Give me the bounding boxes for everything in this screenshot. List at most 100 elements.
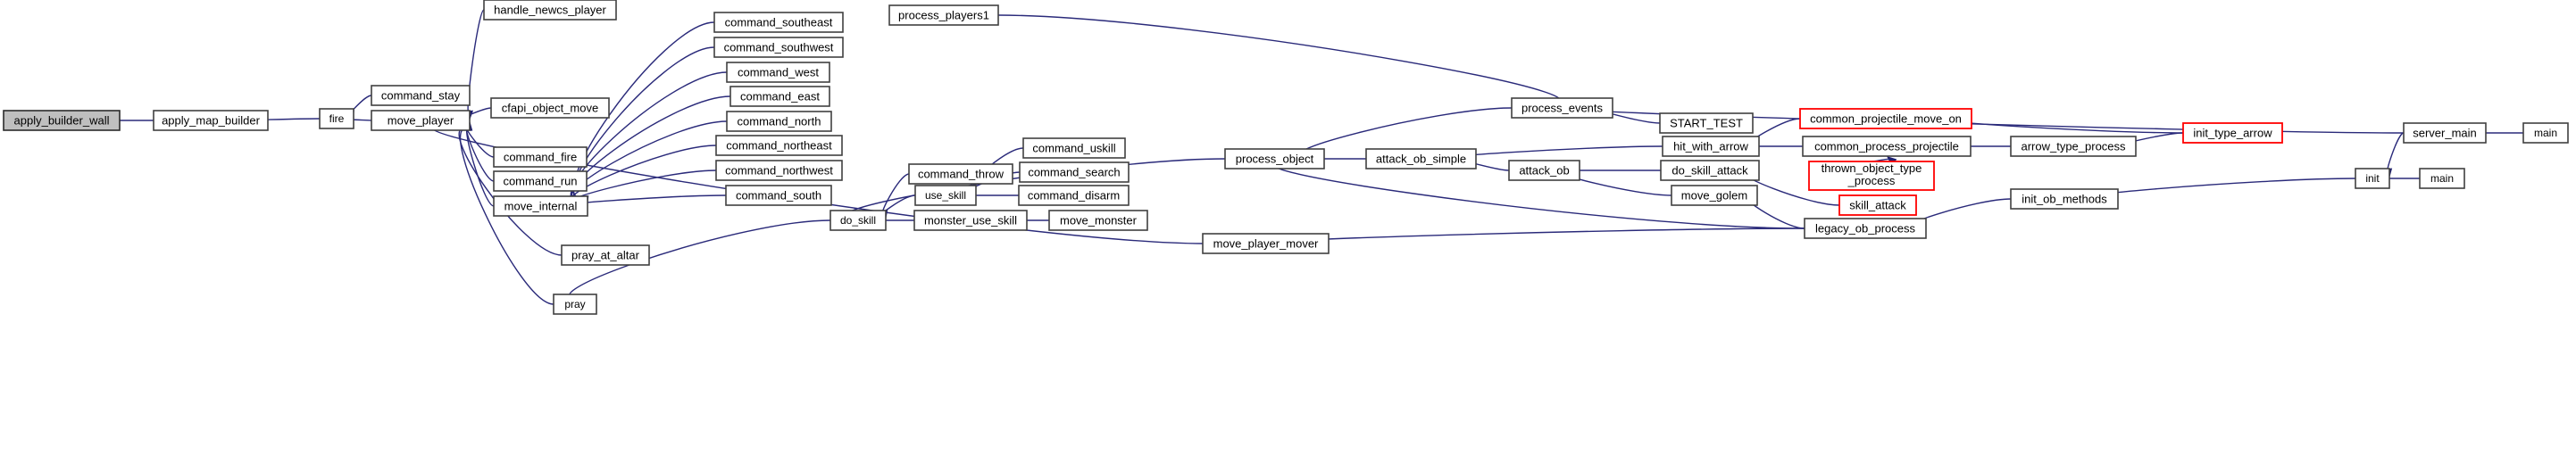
graph-node-legacy_ob_process[interactable]: legacy_ob_process bbox=[1804, 218, 1927, 239]
graph-node-move_internal[interactable]: move_internal bbox=[493, 195, 588, 217]
node-box[interactable] bbox=[1660, 160, 1760, 181]
node-box[interactable] bbox=[1022, 137, 1126, 159]
graph-node-do_skill_attack[interactable]: do_skill_attack bbox=[1660, 160, 1760, 181]
graph-node-init_type_arrow[interactable]: init_type_arrow bbox=[2182, 122, 2283, 144]
graph-node-attack_ob_simple[interactable]: attack_ob_simple bbox=[1365, 148, 1477, 169]
node-box[interactable] bbox=[3, 110, 121, 131]
node-box[interactable] bbox=[371, 85, 471, 106]
node-box[interactable] bbox=[1659, 112, 1754, 134]
graph-node-command_throw[interactable]: command_throw bbox=[908, 163, 1013, 185]
graph-node-command_southeast[interactable]: command_southeast bbox=[713, 12, 844, 33]
graph-node-arrow_type_process[interactable]: arrow_type_process bbox=[2010, 136, 2137, 157]
graph-node-init[interactable]: init bbox=[2355, 168, 2390, 189]
node-box[interactable] bbox=[493, 146, 588, 168]
graph-node-cfapi_object_move[interactable]: cfapi_object_move bbox=[490, 97, 610, 119]
node-box[interactable] bbox=[1808, 161, 1935, 191]
node-box[interactable] bbox=[2522, 122, 2569, 144]
node-box[interactable] bbox=[153, 110, 269, 131]
graph-node-command_northeast[interactable]: command_northeast bbox=[715, 135, 843, 156]
graph-node-command_northwest[interactable]: command_northwest bbox=[715, 160, 843, 181]
graph-node-fire[interactable]: fire bbox=[319, 108, 354, 129]
node-box[interactable] bbox=[561, 244, 650, 266]
graph-node-command_southwest[interactable]: command_southwest bbox=[713, 37, 844, 58]
graph-node-hit_with_arrow[interactable]: hit_with_arrow bbox=[1662, 136, 1760, 157]
graph-node-do_skill[interactable]: do_skill bbox=[829, 210, 887, 231]
graph-node-pray[interactable]: pray bbox=[553, 294, 597, 315]
graph-node-START_TEST[interactable]: START_TEST bbox=[1659, 112, 1754, 134]
node-box[interactable] bbox=[726, 62, 830, 83]
node-box[interactable] bbox=[1838, 194, 1917, 216]
graph-node-move_golem[interactable]: move_golem bbox=[1671, 185, 1758, 206]
node-box[interactable] bbox=[913, 210, 1028, 231]
graph-node-server_main[interactable]: server_main bbox=[2403, 122, 2487, 144]
node-box[interactable] bbox=[726, 111, 832, 132]
graph-node-common_process_projectile[interactable]: common_process_projectile bbox=[1802, 136, 1972, 157]
node-box[interactable] bbox=[2010, 136, 2137, 157]
node-box[interactable] bbox=[371, 110, 471, 131]
node-box[interactable] bbox=[725, 185, 832, 206]
node-box[interactable] bbox=[2403, 122, 2487, 144]
node-box[interactable] bbox=[1508, 160, 1580, 181]
graph-node-command_south[interactable]: command_south bbox=[725, 185, 832, 206]
graph-node-command_disarm[interactable]: command_disarm bbox=[1018, 185, 1130, 206]
graph-node-apply_builder_wall[interactable]: apply_builder_wall bbox=[3, 110, 121, 131]
graph-node-main_right[interactable]: main bbox=[2522, 122, 2569, 144]
node-box[interactable] bbox=[1224, 148, 1325, 169]
graph-node-init_ob_methods[interactable]: init_ob_methods bbox=[2010, 188, 2119, 210]
graph-node-pray_at_altar[interactable]: pray_at_altar bbox=[561, 244, 650, 266]
node-box[interactable] bbox=[715, 160, 843, 181]
node-box[interactable] bbox=[1804, 218, 1927, 239]
node-box[interactable] bbox=[319, 108, 354, 129]
graph-node-command_run[interactable]: command_run bbox=[493, 170, 588, 192]
node-box[interactable] bbox=[729, 86, 830, 107]
node-box[interactable] bbox=[493, 195, 588, 217]
graph-node-thrown_object_type_process[interactable]: thrown_object_type_process bbox=[1808, 161, 1935, 191]
graph-node-process_events[interactable]: process_events bbox=[1511, 97, 1613, 119]
node-box[interactable] bbox=[829, 210, 887, 231]
node-box[interactable] bbox=[1802, 136, 1972, 157]
node-box[interactable] bbox=[713, 37, 844, 58]
graph-node-command_north[interactable]: command_north bbox=[726, 111, 832, 132]
graph-node-command_east[interactable]: command_east bbox=[729, 86, 830, 107]
node-box[interactable] bbox=[1018, 185, 1130, 206]
node-box[interactable] bbox=[713, 12, 844, 33]
graph-node-handle_newcs_player[interactable]: handle_newcs_player bbox=[483, 0, 617, 21]
graph-node-command_search[interactable]: command_search bbox=[1019, 161, 1130, 183]
node-box[interactable] bbox=[715, 135, 843, 156]
node-box[interactable] bbox=[483, 0, 617, 21]
node-box[interactable] bbox=[908, 163, 1013, 185]
node-box[interactable] bbox=[1365, 148, 1477, 169]
node-box[interactable] bbox=[2355, 168, 2390, 189]
graph-node-process_players1[interactable]: process_players1 bbox=[888, 4, 999, 26]
graph-node-move_monster[interactable]: move_monster bbox=[1048, 210, 1148, 231]
graph-node-command_stay[interactable]: command_stay bbox=[371, 85, 471, 106]
graph-node-use_skill[interactable]: use_skill bbox=[914, 185, 977, 206]
graph-node-attack_ob[interactable]: attack_ob bbox=[1508, 160, 1580, 181]
node-box[interactable] bbox=[2010, 188, 2119, 210]
node-box[interactable] bbox=[1799, 108, 1972, 129]
node-box[interactable] bbox=[2182, 122, 2283, 144]
graph-node-monster_use_skill[interactable]: monster_use_skill bbox=[913, 210, 1028, 231]
node-box[interactable] bbox=[888, 4, 999, 26]
graph-node-main_lower[interactable]: main bbox=[2419, 168, 2465, 189]
node-box[interactable] bbox=[1048, 210, 1148, 231]
node-box[interactable] bbox=[1662, 136, 1760, 157]
graph-node-skill_attack[interactable]: skill_attack bbox=[1838, 194, 1917, 216]
graph-node-move_player[interactable]: move_player bbox=[371, 110, 471, 131]
graph-node-command_west[interactable]: command_west bbox=[726, 62, 830, 83]
graph-node-command_fire[interactable]: command_fire bbox=[493, 146, 588, 168]
node-box[interactable] bbox=[493, 170, 588, 192]
node-box[interactable] bbox=[1019, 161, 1130, 183]
graph-node-process_object[interactable]: process_object bbox=[1224, 148, 1325, 169]
node-box[interactable] bbox=[1202, 233, 1330, 254]
node-box[interactable] bbox=[553, 294, 597, 315]
graph-node-common_projectile_move_on[interactable]: common_projectile_move_on bbox=[1799, 108, 1972, 129]
graph-node-command_uskill[interactable]: command_uskill bbox=[1022, 137, 1126, 159]
graph-node-move_player_mover[interactable]: move_player_mover bbox=[1202, 233, 1330, 254]
node-box[interactable] bbox=[490, 97, 610, 119]
node-box[interactable] bbox=[914, 185, 977, 206]
node-box[interactable] bbox=[1671, 185, 1758, 206]
node-box[interactable] bbox=[1511, 97, 1613, 119]
graph-node-apply_map_builder[interactable]: apply_map_builder bbox=[153, 110, 269, 131]
node-box[interactable] bbox=[2419, 168, 2465, 189]
